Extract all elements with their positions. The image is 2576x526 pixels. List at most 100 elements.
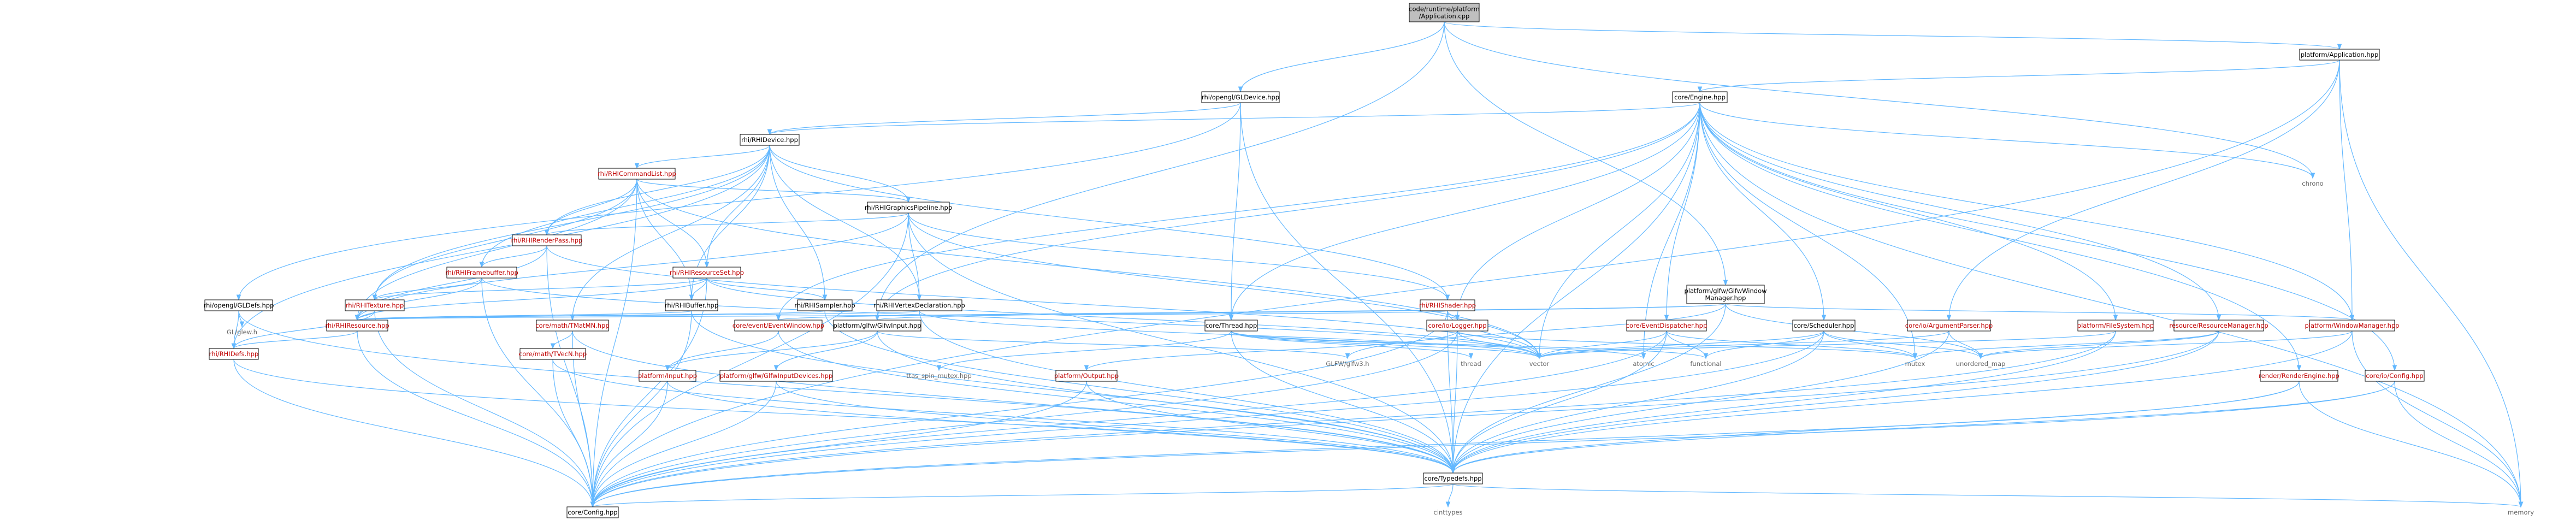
edge-thread_hpp-to-atomic xyxy=(1231,330,1644,359)
edge-engine_hpp-to-thread_hpp xyxy=(1231,102,1700,321)
edge-scheduler_hpp-to-mutex xyxy=(1823,330,1916,359)
node-coretypedefs_hpp[interactable]: core/Typedefs.hpp xyxy=(1423,472,1483,484)
edge-glfwwindowmgr_hpp-to-glfw3_h xyxy=(1347,303,1726,359)
node-tmat_hpp[interactable]: core/math/TMatMN.hpp xyxy=(535,320,610,332)
node-glfwinput_hpp[interactable]: platform/glfw/GlfwInput.hpp xyxy=(833,320,921,332)
node-label-glfwwindowmgr_hpp-0: platform/glfw/GlfwWindow xyxy=(1684,287,1766,295)
node-tvec_hpp[interactable]: core/math/TVecN.hpp xyxy=(519,348,587,360)
edge-logger_hpp-to-coreconfig_hpp xyxy=(592,330,1458,507)
edge-eventdispatcher_hpp-to-mutex xyxy=(1666,330,1916,359)
edge-rhigfxpipe_hpp-to-rhivertexdecl_hpp xyxy=(908,212,920,300)
node-box-renderengine_hpp xyxy=(2260,370,2338,382)
node-box-config_io_hpp xyxy=(2365,370,2425,382)
edge-app_hpp-to-coreconfig_hpp xyxy=(592,60,2340,507)
node-rhishader_hpp[interactable]: rhi/RHIShader.hpp xyxy=(1419,299,1476,311)
node-resmgr_hpp[interactable]: resource/ResourceManager.hpp xyxy=(2169,320,2268,332)
node-box-glfwwindowmgr_hpp xyxy=(1686,285,1765,304)
edge-rhirenderpass_hpp-to-rhiframebuffer_hpp xyxy=(481,245,547,268)
edge-tmat_hpp-to-coretypedefs_hpp xyxy=(572,330,1454,474)
graph-nodes: code/runtime/platform/Application.cpp pla… xyxy=(204,3,2534,518)
edge-rhidevice_hpp-to-rhisampler_hpp xyxy=(769,145,825,300)
edge-rhigfxpipe_hpp-to-rhishader_hpp xyxy=(908,212,1448,300)
node-rhibuffer_hpp[interactable]: rhi/RHIBuffer.hpp xyxy=(665,299,718,311)
edge-gldevice_hpp-to-thread_hpp xyxy=(1231,102,1241,321)
node-root[interactable]: code/runtime/platform/Application.cpp xyxy=(1409,3,1480,22)
node-scheduler_hpp[interactable]: core/Scheduler.hpp xyxy=(1792,320,1856,332)
edge-tvec_hpp-to-coretypedefs_hpp xyxy=(552,359,1454,474)
edge-rhivertexdecl_hpp-to-vector xyxy=(919,310,1540,359)
node-platformoutput_hpp[interactable]: platform/Output.hpp xyxy=(1054,370,1119,382)
node-platforminput_hpp[interactable]: platform/Input.hpp xyxy=(638,370,697,382)
node-label-rhidevice_hpp-0: rhi/RHIDevice.hpp xyxy=(741,136,798,144)
arrowhead-rhigfxpipe_hpp-to-rhirenderpass_hpp xyxy=(544,229,550,236)
node-box-gldevice_hpp xyxy=(1201,91,1280,103)
node-rhigfxpipe_hpp[interactable]: rhi/RHIGraphicsPipeline.hpp xyxy=(865,202,952,214)
node-glfw3_h: GLFW/glfw3.h xyxy=(1326,360,1369,368)
arrowhead-engine_hpp-to-scheduler_hpp xyxy=(1821,315,1827,321)
edge-tvec_hpp-to-coreconfig_hpp xyxy=(552,359,593,507)
node-rhivertexdecl_hpp[interactable]: rhi/RHIVertexDeclaration.hpp xyxy=(873,299,965,311)
node-rhicmdlist_hpp[interactable]: rhi/RHICommandList.hpp xyxy=(598,168,676,180)
node-windowmgr_hpp[interactable]: platform/WindowManager.hpp xyxy=(2305,320,2400,332)
node-rhiframebuffer_hpp[interactable]: rhi/RHIFramebuffer.hpp xyxy=(445,267,518,279)
arrowhead-glfwwindowmgr_hpp-to-eventwindow_hpp xyxy=(776,315,781,321)
arrowhead-root-to-gldevice_hpp xyxy=(1238,86,1243,93)
node-app_hpp[interactable]: platform/Application.hpp xyxy=(2299,49,2380,61)
edge-resmgr_hpp-to-unordered_map xyxy=(1980,330,2219,359)
node-box-tvec_hpp xyxy=(519,348,586,360)
edge-glfwinputdev_hpp-to-coretypedefs_hpp xyxy=(776,381,1454,474)
node-box-rhidevice_hpp xyxy=(740,134,800,146)
node-rhitexture_hpp[interactable]: rhi/RHITexture.hpp xyxy=(345,299,405,311)
arrowhead-engine_hpp-to-rhidevice_hpp xyxy=(767,129,772,135)
node-coreconfig_hpp[interactable]: core/Config.hpp xyxy=(566,506,619,518)
edge-renderengine_hpp-to-coreconfig_hpp xyxy=(592,381,2300,507)
edge-engine_hpp-to-chrono xyxy=(1699,102,2313,179)
node-filesystem_hpp[interactable]: platform/FileSystem.hpp xyxy=(2077,320,2154,332)
node-box-coreconfig_hpp xyxy=(566,506,619,518)
edge-engine_hpp-to-glfwinput_hpp xyxy=(877,102,1700,321)
node-logger_hpp[interactable]: core/io/Logger.hpp xyxy=(1426,320,1488,332)
arrowhead-rhishader_hpp-to-logger_hpp xyxy=(1455,315,1460,321)
arrowhead-rhidevice_hpp-to-tmat_hpp xyxy=(570,315,575,321)
edge-eventdispatcher_hpp-to-coreconfig_hpp xyxy=(592,330,1667,507)
edge-rhishader_hpp-to-coreconfig_hpp xyxy=(592,310,1448,507)
node-rhiresource_hpp[interactable]: rhi/RHIResource.hpp xyxy=(325,320,389,332)
node-rhidefs_hpp[interactable]: rhi/RHIDefs.hpp xyxy=(209,348,259,360)
edge-rhidevice_hpp-to-rhiresourceset_hpp xyxy=(706,145,770,268)
edge-rhivertexdecl_hpp-to-rhiresource_hpp xyxy=(357,310,920,321)
arrowhead-engine_hpp-to-chrono xyxy=(2310,173,2315,179)
edge-logger_hpp-to-vector xyxy=(1457,330,1540,359)
node-rhirenderpass_hpp[interactable]: rhi/RHIRenderPass.hpp xyxy=(511,234,583,246)
node-eventdispatcher_hpp[interactable]: core/EventDispatcher.hpp xyxy=(1626,320,1708,332)
node-box-gldefs_hpp xyxy=(204,299,273,311)
node-box-argparser_hpp xyxy=(1907,320,1991,332)
node-renderengine_hpp[interactable]: render/RenderEngine.hpp xyxy=(2259,370,2339,382)
edge-scheduler_hpp-to-unordered_map xyxy=(1823,330,1981,359)
node-box-platforminput_hpp xyxy=(639,370,696,382)
node-rhisampler_hpp[interactable]: rhi/RHISampler.hpp xyxy=(794,299,855,311)
node-glfwinputdev_hpp[interactable]: platform/glfw/GlfwInputDevices.hpp xyxy=(719,370,833,382)
node-label-rhiresource_hpp-0: rhi/RHIResource.hpp xyxy=(325,322,389,329)
node-rhiresourceset_hpp[interactable]: rhi/RHIResourceSet.hpp xyxy=(670,267,744,279)
node-rhidevice_hpp[interactable]: rhi/RHIDevice.hpp xyxy=(740,134,800,146)
node-box-scheduler_hpp xyxy=(1792,320,1856,332)
node-argparser_hpp[interactable]: core/io/ArgumentParser.hpp xyxy=(1905,320,1993,332)
node-label-rhivertexdecl_hpp-0: rhi/RHIVertexDeclaration.hpp xyxy=(873,302,965,309)
arrowhead-rhicmdlist_hpp-to-rhiresourceset_hpp xyxy=(704,262,710,268)
node-label-config_io_hpp-0: core/io/Config.hpp xyxy=(2366,372,2423,380)
edge-thread_hpp-to-coretypedefs_hpp xyxy=(1231,330,1454,474)
node-label-rhitexture_hpp-0: rhi/RHITexture.hpp xyxy=(346,302,404,309)
arrowhead-root-to-glfwwindowmgr_hpp xyxy=(1723,280,1728,286)
node-config_io_hpp[interactable]: core/io/Config.hpp xyxy=(2365,370,2425,382)
edge-glfwwindowmgr_hpp-to-windowmgr_hpp xyxy=(1725,303,2353,321)
arrowhead-rhiresourceset_hpp-to-rhisampler_hpp xyxy=(822,294,828,301)
arrowhead-glfwwindowmgr_hpp-to-glfwinput_hpp xyxy=(875,315,880,321)
node-eventwindow_hpp[interactable]: core/event/EventWindow.hpp xyxy=(732,320,824,332)
node-engine_hpp[interactable]: core/Engine.hpp xyxy=(1672,91,1728,103)
node-gldevice_hpp[interactable]: rhi/opengl/GLDevice.hpp xyxy=(1201,91,1280,103)
edge-app_hpp-to-engine_hpp xyxy=(1699,60,2340,92)
node-thread_hpp[interactable]: core/Thread.hpp xyxy=(1204,320,1258,332)
edge-config_io_hpp-to-coreconfig_hpp xyxy=(592,381,2395,507)
node-gldefs_hpp[interactable]: rhi/opengl/GLDefs.hpp xyxy=(204,299,274,311)
